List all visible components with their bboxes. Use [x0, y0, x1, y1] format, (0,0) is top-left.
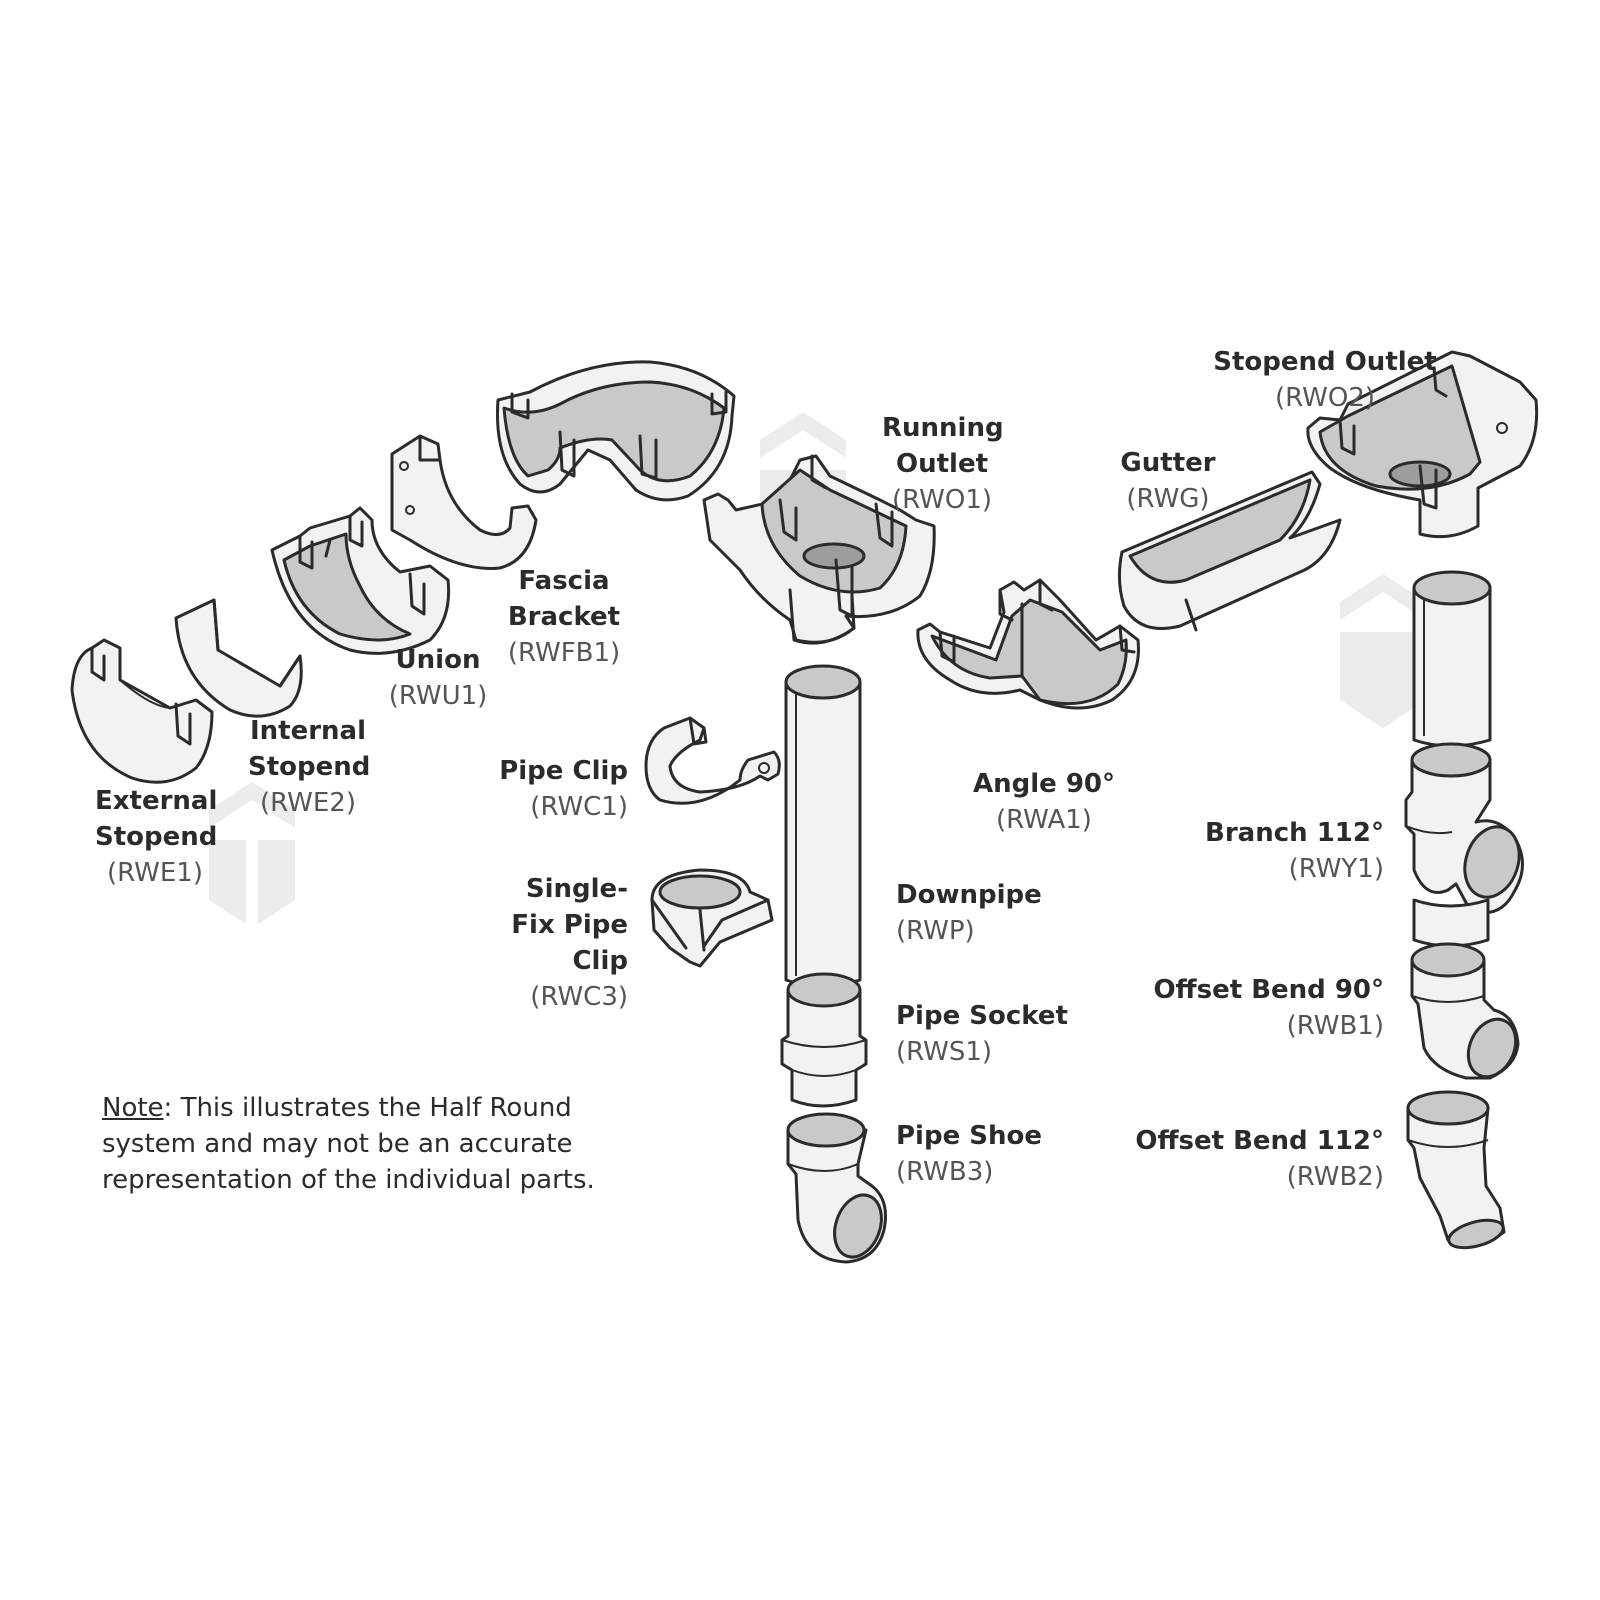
part-code: (RWO2) — [1274, 383, 1376, 413]
part-code: (RWG) — [1126, 484, 1210, 514]
part-name: Internal Stopend — [248, 716, 371, 782]
branch-112-drawing — [1404, 742, 1524, 948]
label-external-stopend: External Stopend (RWE1) — [95, 783, 218, 891]
running-outlet-drawing — [702, 454, 936, 645]
part-name: Branch 112° — [1205, 818, 1384, 848]
label-downpipe: Downpipe (RWP) — [896, 877, 1042, 949]
pipe-shoe-drawing — [786, 1112, 887, 1264]
stopend-outlet-drawing — [1306, 350, 1539, 539]
label-single-fix-pipe-clip: Single-Fix Pipe Clip (RWC3) — [488, 871, 628, 1015]
label-union: Union (RWU1) — [389, 642, 488, 714]
part-name: Pipe Clip — [499, 756, 628, 786]
label-branch-112: Branch 112° (RWY1) — [1205, 815, 1384, 887]
offset-bend-112-drawing — [1406, 1090, 1506, 1250]
part-code: (RWC1) — [530, 792, 628, 822]
watermark-logo — [1340, 574, 1426, 728]
part-code: (RWU1) — [388, 681, 488, 711]
label-internal-stopend: Internal Stopend (RWE2) — [248, 713, 371, 821]
single-fix-pipe-clip-drawing — [650, 868, 774, 968]
label-running-outlet: Running Outlet (RWO1) — [882, 410, 1004, 518]
union-drawing — [270, 506, 451, 655]
gutter-drawing — [1117, 470, 1342, 632]
part-code: (RWA1) — [996, 805, 1092, 835]
label-gutter: Gutter (RWG) — [1120, 445, 1215, 517]
right-downpipe-drawing — [1412, 570, 1492, 748]
label-offset-bend-90: Offset Bend 90° (RWB1) — [1153, 972, 1384, 1044]
part-code: (RWC3) — [530, 982, 628, 1012]
label-offset-bend-112: Offset Bend 112° (RWB2) — [1135, 1123, 1384, 1195]
part-name: Offset Bend 90° — [1153, 975, 1384, 1005]
part-name: Pipe Shoe — [896, 1121, 1042, 1151]
external-stopend-drawing — [70, 638, 214, 784]
angle-90-drawing — [916, 578, 1140, 710]
label-stopend-outlet: Stopend Outlet (RWO2) — [1213, 344, 1436, 416]
part-name: Single-Fix Pipe Clip — [511, 874, 628, 976]
part-name: Offset Bend 112° — [1135, 1126, 1384, 1156]
gutter-angle-bend-drawing — [496, 360, 736, 502]
part-name: Gutter — [1120, 448, 1216, 478]
label-fascia-bracket: Fascia Bracket (RWFB1) — [504, 563, 624, 671]
note-label: Note — [102, 1093, 164, 1123]
part-name: Angle 90° — [972, 769, 1116, 799]
label-angle-90: Angle 90° (RWA1) — [973, 766, 1115, 838]
internal-stopend-drawing — [174, 598, 303, 718]
downpipe-drawing — [784, 664, 862, 988]
part-name: Fascia Bracket — [507, 566, 621, 632]
part-code: (RWO1) — [891, 485, 992, 515]
pipe-socket-drawing — [780, 972, 868, 1108]
part-code: (RWB2) — [1286, 1162, 1384, 1192]
part-name: External Stopend — [95, 786, 218, 852]
part-code: (RWB3) — [896, 1157, 994, 1187]
part-code: (RWS1) — [896, 1037, 993, 1067]
part-code: (RWY1) — [1288, 854, 1384, 884]
watermark-logo — [209, 782, 295, 930]
disclaimer-note: Note: This illustrates the Half Round sy… — [102, 1090, 642, 1198]
label-pipe-clip: Pipe Clip (RWC1) — [499, 753, 628, 825]
part-code: (RWE1) — [107, 858, 203, 888]
part-code: (RWFB1) — [507, 638, 621, 668]
pipe-clip-drawing — [644, 716, 781, 805]
part-name: Stopend Outlet — [1213, 347, 1437, 377]
part-name: Pipe Socket — [896, 1001, 1068, 1031]
part-code: (RWP) — [896, 916, 975, 946]
fascia-bracket-drawing — [390, 434, 538, 570]
part-name: Union — [395, 645, 481, 675]
label-pipe-shoe: Pipe Shoe (RWB3) — [896, 1118, 1042, 1190]
label-pipe-socket: Pipe Socket (RWS1) — [896, 998, 1068, 1070]
note-text: : This illustrates the Half Round system… — [102, 1093, 595, 1195]
part-code: (RWE2) — [260, 788, 356, 818]
part-code: (RWB1) — [1286, 1011, 1384, 1041]
offset-bend-90-drawing — [1410, 942, 1520, 1080]
part-name: Downpipe — [896, 880, 1042, 910]
part-name: Running Outlet — [882, 413, 1004, 479]
